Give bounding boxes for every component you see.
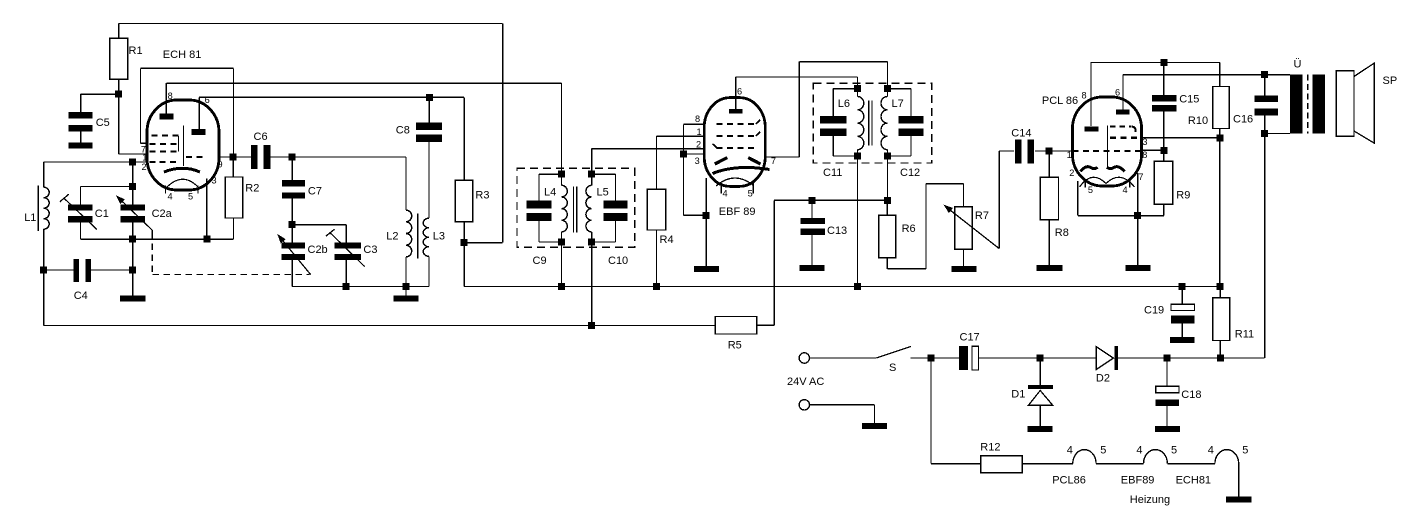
svg-text:L2: L2 bbox=[386, 231, 398, 243]
svg-text:PCL86: PCL86 bbox=[1052, 475, 1086, 487]
svg-text:5: 5 bbox=[1088, 185, 1093, 195]
svg-text:6: 6 bbox=[737, 87, 742, 97]
svg-text:D1: D1 bbox=[1011, 389, 1025, 401]
svg-text:2: 2 bbox=[142, 162, 147, 172]
svg-text:L4: L4 bbox=[544, 187, 556, 199]
svg-text:L1: L1 bbox=[24, 212, 36, 224]
svg-text:5: 5 bbox=[1171, 445, 1177, 457]
svg-text:C3: C3 bbox=[363, 244, 377, 256]
svg-text:C5: C5 bbox=[96, 117, 110, 129]
svg-text:L3: L3 bbox=[433, 231, 445, 243]
svg-text:L6: L6 bbox=[838, 98, 850, 110]
svg-text:C2a: C2a bbox=[152, 208, 173, 220]
svg-text:6: 6 bbox=[205, 95, 210, 105]
svg-text:9: 9 bbox=[218, 160, 223, 170]
svg-text:R9: R9 bbox=[1176, 190, 1190, 202]
svg-text:R1: R1 bbox=[129, 45, 143, 57]
svg-text:2: 2 bbox=[696, 140, 701, 150]
svg-text:EBF89: EBF89 bbox=[1121, 475, 1155, 487]
svg-text:3: 3 bbox=[1142, 137, 1147, 147]
svg-text:D2: D2 bbox=[1096, 373, 1110, 385]
svg-text:7: 7 bbox=[771, 156, 776, 166]
svg-text:C8: C8 bbox=[396, 125, 410, 137]
svg-text:C11: C11 bbox=[823, 167, 842, 179]
svg-text:S: S bbox=[889, 362, 896, 374]
svg-text:8: 8 bbox=[1082, 90, 1087, 100]
svg-text:C18: C18 bbox=[1181, 389, 1201, 401]
svg-text:ECH 81: ECH 81 bbox=[163, 49, 202, 61]
svg-text:1: 1 bbox=[1067, 150, 1072, 160]
svg-text:3: 3 bbox=[695, 156, 700, 166]
svg-text:R8: R8 bbox=[1055, 227, 1069, 239]
svg-text:6: 6 bbox=[1115, 88, 1120, 98]
svg-text:C13: C13 bbox=[827, 225, 847, 237]
svg-text:R2: R2 bbox=[245, 183, 259, 195]
svg-text:R3: R3 bbox=[475, 190, 489, 202]
svg-text:C7: C7 bbox=[308, 186, 322, 198]
svg-text:5: 5 bbox=[748, 189, 753, 199]
svg-text:2: 2 bbox=[1069, 168, 1074, 178]
svg-text:8: 8 bbox=[1142, 150, 1147, 160]
svg-text:R5: R5 bbox=[728, 340, 742, 352]
svg-text:C9: C9 bbox=[533, 255, 547, 267]
svg-text:1: 1 bbox=[697, 127, 702, 137]
svg-text:ECH81: ECH81 bbox=[1176, 475, 1211, 487]
svg-text:R4: R4 bbox=[660, 234, 674, 246]
svg-text:4: 4 bbox=[723, 189, 728, 199]
svg-text:PCL 86: PCL 86 bbox=[1042, 95, 1078, 107]
svg-text:7: 7 bbox=[141, 145, 146, 155]
svg-text:Ü: Ü bbox=[1294, 59, 1302, 71]
svg-text:4: 4 bbox=[168, 192, 173, 202]
svg-text:L7: L7 bbox=[892, 98, 904, 110]
svg-text:7: 7 bbox=[1138, 172, 1143, 182]
svg-text:R10: R10 bbox=[1188, 115, 1208, 127]
svg-text:5: 5 bbox=[1242, 445, 1248, 457]
svg-text:C4: C4 bbox=[74, 290, 88, 302]
svg-text:Heizung: Heizung bbox=[1130, 494, 1170, 506]
svg-text:1: 1 bbox=[142, 153, 147, 163]
svg-text:SP: SP bbox=[1383, 75, 1398, 87]
svg-text:C17: C17 bbox=[960, 332, 980, 344]
svg-text:8: 8 bbox=[168, 91, 173, 101]
svg-text:8: 8 bbox=[695, 114, 700, 124]
svg-text:R11: R11 bbox=[1235, 329, 1254, 341]
svg-text:R6: R6 bbox=[902, 223, 916, 235]
svg-text:4: 4 bbox=[1067, 445, 1073, 457]
svg-text:5: 5 bbox=[188, 192, 193, 202]
svg-text:C15: C15 bbox=[1179, 94, 1199, 106]
svg-text:R7: R7 bbox=[975, 210, 989, 222]
svg-text:EBF 89: EBF 89 bbox=[719, 206, 756, 218]
svg-text:5: 5 bbox=[1100, 445, 1106, 457]
svg-text:C12: C12 bbox=[900, 167, 920, 179]
svg-text:C14: C14 bbox=[1011, 128, 1031, 140]
svg-text:R12: R12 bbox=[980, 442, 1000, 454]
svg-text:3: 3 bbox=[212, 176, 217, 186]
svg-text:C10: C10 bbox=[608, 255, 628, 267]
svg-text:C19: C19 bbox=[1144, 305, 1164, 317]
svg-text:L5: L5 bbox=[597, 187, 609, 199]
svg-text:C6: C6 bbox=[254, 131, 268, 143]
svg-text:C1: C1 bbox=[95, 208, 109, 220]
svg-text:24V AC: 24V AC bbox=[787, 376, 824, 388]
svg-text:C16: C16 bbox=[1233, 114, 1253, 126]
svg-text:4: 4 bbox=[1136, 445, 1142, 457]
svg-text:C2b: C2b bbox=[308, 244, 328, 256]
svg-text:4: 4 bbox=[1123, 185, 1128, 195]
svg-text:4: 4 bbox=[1208, 445, 1214, 457]
